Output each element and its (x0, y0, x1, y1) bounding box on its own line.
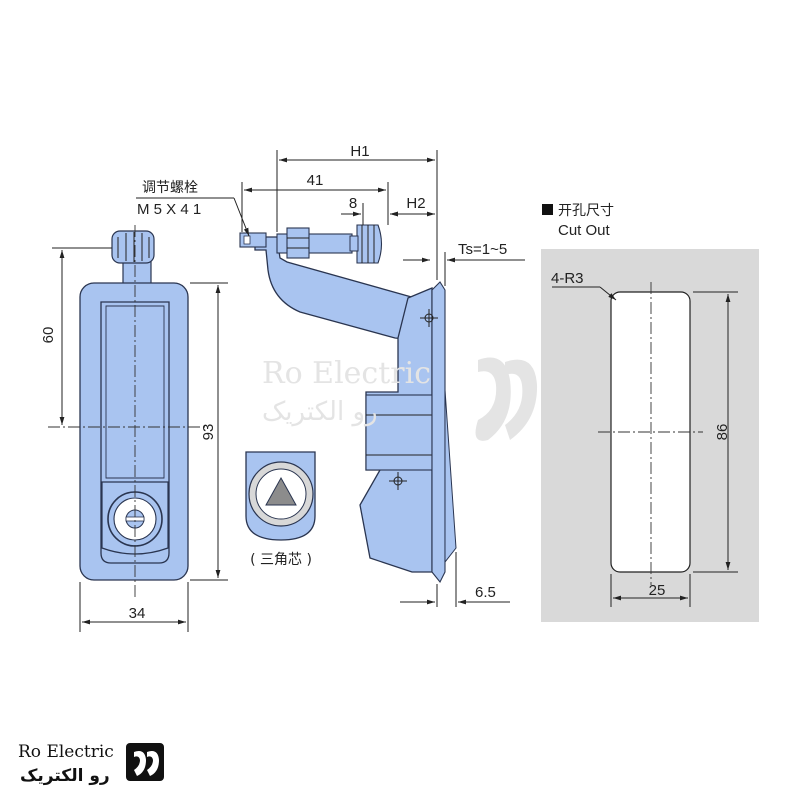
logo-icon-mark (134, 751, 146, 776)
handle-inner-edge (105, 305, 165, 479)
cutout-height-dim: 86 (714, 424, 731, 441)
height-dim: 93 (200, 424, 217, 441)
cutout-radius: 4-R3 (551, 270, 584, 287)
bolt-tip-hole (243, 235, 251, 245)
brand-logo: Ro Electric رو الکتریک (18, 742, 164, 786)
triangle-core-icon (265, 476, 297, 506)
logo-text-fa: رو الکتریک (20, 766, 110, 786)
handle-dim: 60 (40, 327, 57, 344)
bolt-callout: 调节螺栓 M 5 X 4 1 (136, 180, 250, 237)
cutout-width-dim: 25 (649, 582, 666, 599)
dim-41: 41 (307, 172, 324, 189)
bolt-callout-leader (233, 197, 250, 237)
adjust-knob (111, 230, 155, 264)
front-view: 60 93 34 (40, 225, 228, 632)
insert-view: ( 三角芯 ) (245, 451, 316, 568)
side-knob (356, 224, 383, 264)
lever-arm (254, 236, 416, 341)
watermark-text-fa: رو الکتریک (262, 397, 378, 427)
knob-collar (349, 235, 359, 252)
watermark-logo-icon (475, 357, 511, 441)
title-bullet-square (542, 204, 553, 215)
logo-icon-mark (147, 751, 159, 776)
lock-nut (286, 227, 310, 259)
insert-label: ( 三角芯 ) (250, 552, 312, 568)
watermark: Ro Electric رو الکتریک (262, 356, 538, 441)
h2-dim: H2 (406, 195, 425, 212)
logo-text-en: Ro Electric (18, 742, 114, 762)
bolt-label-spec: M 5 X 4 1 (137, 201, 201, 218)
radius-leader (599, 286, 617, 301)
ts-dim: Ts=1~5 (458, 241, 507, 258)
watermark-logo-icon (505, 359, 538, 440)
cutout-view: 86 25 4-R3 开孔尺寸 Cut Out (541, 203, 759, 622)
flange-wedge (444, 389, 457, 564)
watermark-text-en: Ro Electric (262, 356, 431, 391)
dim-6-5: 6.5 (475, 584, 496, 601)
mounting-flange (431, 281, 446, 584)
width-dim: 34 (129, 605, 146, 622)
dim-8: 8 (349, 195, 357, 212)
cutout-title-cn: 开孔尺寸 (558, 203, 614, 219)
bolt-label-cn: 调节螺栓 (142, 180, 198, 196)
cutout-title-en: Cut Out (558, 222, 611, 239)
side-view: H1 41 8 H2 Ts=1~5 6.5 (239, 143, 525, 607)
h1-dim: H1 (350, 143, 369, 160)
